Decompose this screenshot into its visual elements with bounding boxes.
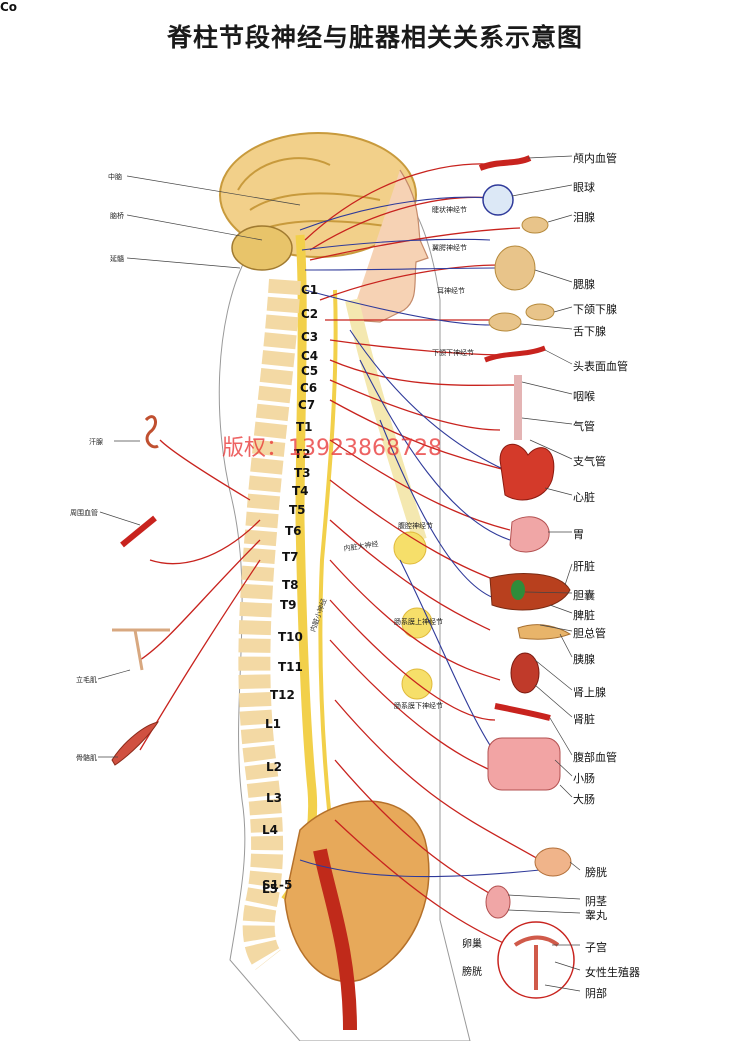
organ-label: 舌下腺: [573, 325, 606, 338]
eyeball: [482, 184, 514, 216]
vertebra-label: T2: [294, 447, 311, 461]
vertebra-label: L2: [266, 760, 282, 774]
intracranial-vessel: [478, 155, 532, 171]
vertebra-label: C1: [301, 283, 319, 297]
label-midbrain: 中脑: [108, 173, 122, 181]
pelvis: [284, 800, 430, 983]
vertebra-label: L4: [262, 823, 278, 837]
label-medulla: 延髓: [110, 255, 124, 263]
organ-label: 腮腺: [573, 278, 595, 291]
organ-label: 泪腺: [573, 211, 595, 224]
organ-label: 颅内血管: [573, 152, 617, 165]
organ-label: 肾脏: [573, 713, 595, 726]
vertebral-column: [238, 279, 301, 970]
vertebra-label: S1-5: [262, 878, 293, 892]
intestines: [487, 737, 561, 791]
organ-label: 胃: [573, 528, 584, 541]
organ-label: 咽喉: [573, 390, 595, 403]
label-pterygopalatine-ganglion: 翼腭神经节: [432, 244, 467, 252]
vertebra-label: T11: [278, 660, 303, 674]
label-peripheral-vessel: 周围血管: [70, 509, 98, 517]
vertebra-label: L5: [262, 882, 278, 896]
watermark: 版权：13923868728: [222, 436, 442, 461]
organ-label: 眼球: [573, 181, 595, 194]
organ-label: 头表面血管: [573, 360, 628, 373]
vertebra-label: T4: [292, 484, 309, 498]
cerebellum: [231, 225, 293, 271]
testis: [485, 885, 511, 919]
heart: [499, 443, 555, 501]
vertebra-label: T10: [278, 630, 303, 644]
organ-label: 睾丸: [585, 909, 607, 922]
pancreas: [517, 624, 572, 640]
organ-label: 气管: [573, 420, 595, 433]
organ-label: 胆囊: [573, 589, 595, 602]
vertebra-label: Co: [0, 0, 18, 14]
celiac-ganglion: [393, 531, 427, 565]
organ-label: 胆总管: [573, 627, 606, 640]
organ-label: 阴部: [585, 987, 607, 1000]
label-pons: 脑桥: [110, 212, 124, 220]
vertebra-label: T7: [282, 550, 299, 564]
head-surface-vessel: [484, 345, 546, 363]
submandibular-gland: [525, 303, 555, 321]
arrector-pili: [112, 628, 170, 671]
vertebra-label: C4: [301, 349, 319, 363]
vertebra-label: T8: [282, 578, 299, 592]
organ-label: 支气管: [573, 455, 606, 468]
vertebra-label: L3: [266, 791, 282, 805]
organ-label: 下颌下腺: [573, 303, 617, 316]
page-title: 脊柱节段神经与脏器相关关系示意图: [166, 23, 583, 52]
organ-label: 大肠: [573, 793, 595, 806]
sweat-gland: [144, 415, 159, 449]
label-celiac-ganglion: 腹腔神经节: [398, 522, 433, 530]
vertebra-label: L1: [265, 717, 281, 731]
sympathetic-chain: [318, 289, 338, 821]
organ-label: 脾脏: [573, 609, 595, 622]
vertebra-label: C3: [301, 330, 319, 344]
organ-label: 子宫: [585, 941, 607, 954]
organ-label: 心脏: [573, 491, 595, 504]
vertebra-label: T5: [289, 503, 306, 517]
lacrimal-gland: [521, 216, 549, 234]
gallbladder: [511, 580, 525, 600]
organ-label: 膀胱: [585, 866, 607, 879]
peripheral-vessel: [120, 515, 157, 548]
organ-label: 女性生殖器: [585, 966, 640, 979]
organ-label: 胰腺: [573, 653, 595, 666]
skeletal-muscle: [111, 721, 160, 766]
vertebra-label: T6: [285, 524, 302, 538]
label-skeletal-muscle: 骨骼肌: [76, 754, 97, 762]
organ-label: 腹部血管: [573, 751, 617, 764]
bladder: [534, 847, 572, 877]
label-inferior-mesenteric-ganglion: 肠系膜下神经节: [394, 702, 443, 710]
label-superior-mesenteric-ganglion: 肠系膜上神经节: [394, 618, 443, 626]
label-otic-ganglion: 耳神经节: [437, 287, 465, 295]
vertebra-label: T3: [294, 466, 311, 480]
label-ovary: 卵巢: [462, 939, 482, 950]
vertebra-label: T12: [270, 688, 295, 702]
label-inset-bladder: 膀胱: [462, 967, 482, 978]
label-ciliary-ganglion: 睫状神经节: [432, 206, 467, 214]
abdominal-vessel: [494, 703, 551, 721]
label-sweat-gland: 汗腺: [89, 438, 103, 446]
vertebra-label: C5: [301, 364, 319, 378]
organ-label: 小肠: [573, 772, 595, 785]
label-arrector-pili: 立毛肌: [76, 676, 97, 684]
vertebra-label: C6: [300, 381, 318, 395]
stomach: [509, 516, 550, 553]
parotid-gland: [494, 245, 536, 291]
vertebra-label: T9: [280, 598, 297, 612]
vertebra-label: T1: [296, 420, 313, 434]
superior-mesenteric-ganglion: [401, 607, 433, 639]
kidney: [510, 652, 540, 694]
label-submandibular-ganglion: 下颌下神经节: [432, 349, 474, 357]
vertebra-label: C7: [298, 398, 316, 412]
organ-label: 肾上腺: [573, 686, 606, 699]
sublingual-gland: [488, 312, 522, 332]
organ-label: 阴茎: [585, 895, 607, 908]
organ-label: 肝脏: [573, 560, 595, 573]
vertebra-label: C2: [301, 307, 319, 321]
